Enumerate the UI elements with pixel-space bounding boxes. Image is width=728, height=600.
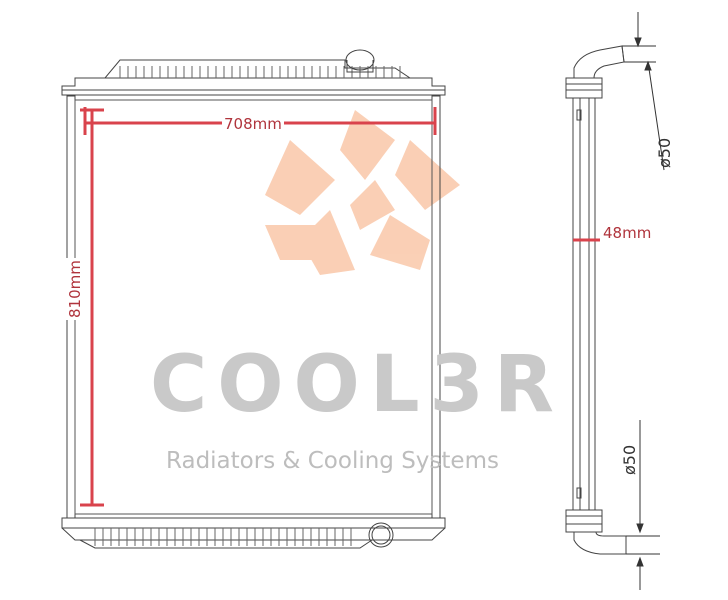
- sunburst-logo-icon: [265, 110, 460, 275]
- top-pipe-diameter-label: ø50: [655, 137, 674, 168]
- bottom-tank-ribs: [94, 528, 352, 546]
- dimension-lines-front: [80, 107, 437, 507]
- tagline-watermark: Radiators & Cooling Systems: [166, 448, 499, 474]
- bottom-outlet-pipe: [368, 522, 394, 548]
- depth-dimension-label: 48mm: [603, 224, 652, 242]
- height-dimension-label: 810mm: [66, 258, 84, 320]
- top-tank-ribs: [119, 66, 401, 78]
- bottom-pipe-diameter-label: ø50: [620, 444, 639, 475]
- brand-watermark: COOL3R: [150, 340, 564, 430]
- top-inlet-pipe: [345, 49, 375, 73]
- side-view: [565, 45, 627, 555]
- width-dimension-label: 708mm: [222, 115, 284, 133]
- dimension-lines-side: [573, 12, 665, 590]
